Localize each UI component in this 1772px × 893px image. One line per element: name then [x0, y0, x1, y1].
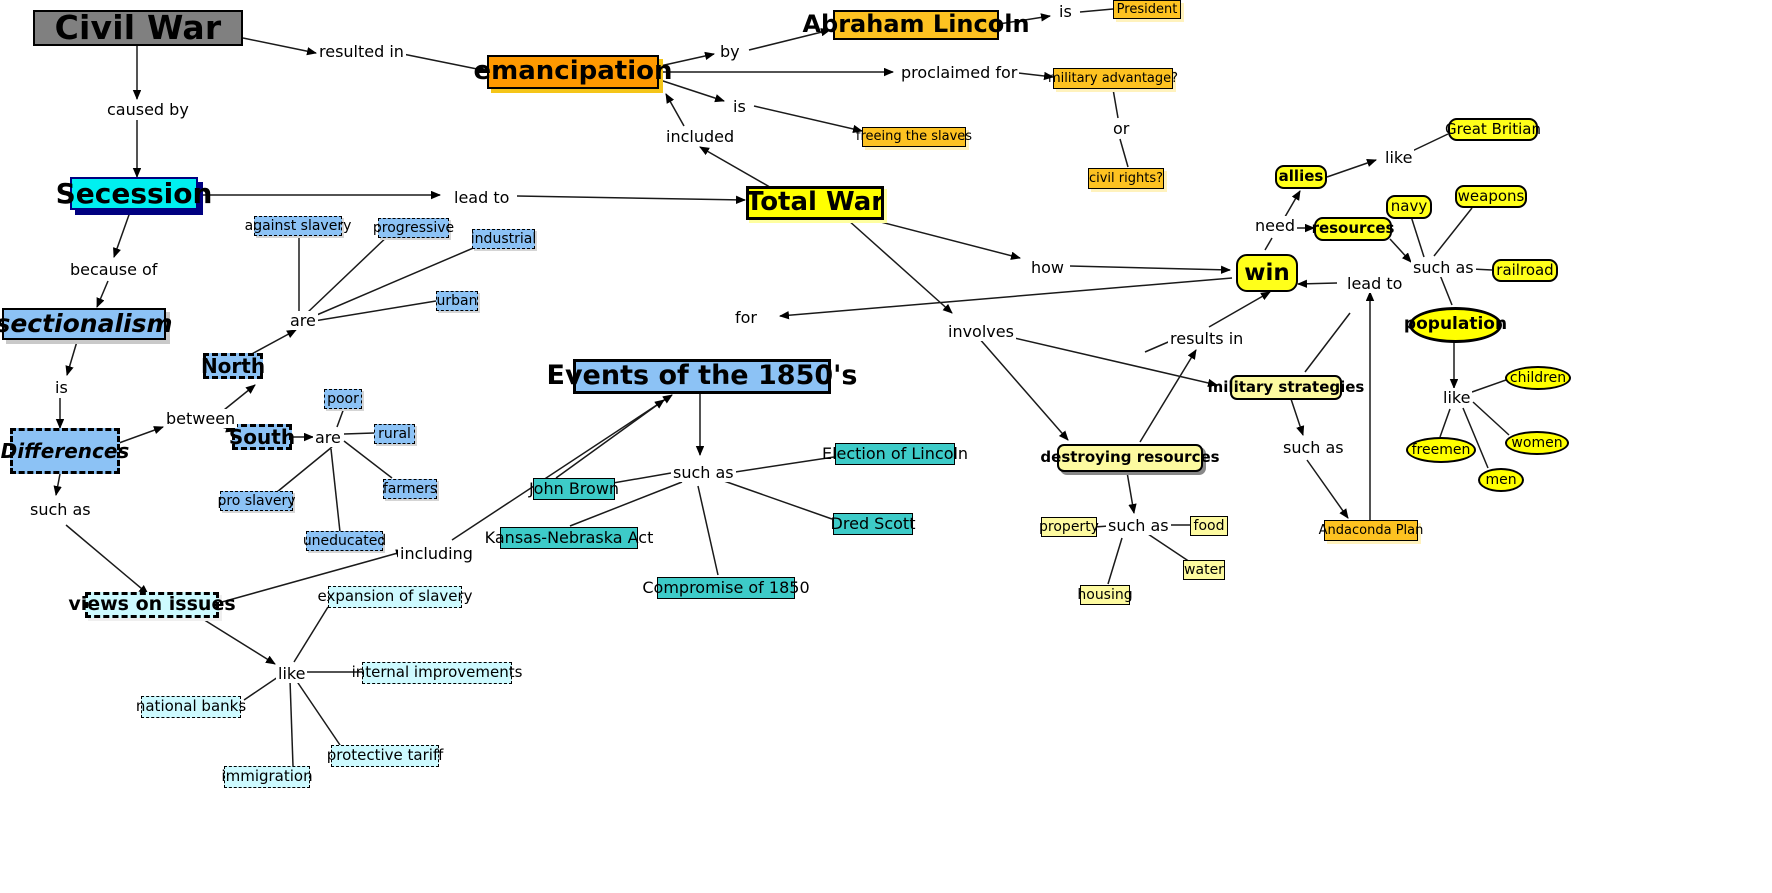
node-railroad[interactable]: railroad [1492, 259, 1558, 282]
node-civil-war[interactable]: Civil War [33, 10, 243, 46]
link-label-are-north: are [288, 311, 318, 330]
node-kansas-nebraska-act[interactable]: Kansas-Nebraska Act [485, 527, 653, 549]
node-views-on-issues[interactable]: views on issues [68, 592, 236, 618]
node-great-britian[interactable]: Great Britian [1445, 118, 1541, 141]
link-label-included: included [664, 127, 737, 146]
node-women[interactable]: women [1505, 431, 1569, 455]
node-water[interactable]: water [1183, 560, 1225, 580]
link-label-because-of: because of [68, 260, 160, 279]
node-resources[interactable]: resources [1312, 217, 1394, 241]
link-label-such-as-resources: such as [1411, 258, 1476, 277]
link-label-resulted-in: resulted in [317, 42, 406, 61]
link-label-such-as-differences: such as [28, 500, 93, 519]
node-weapons[interactable]: weapons [1455, 185, 1527, 208]
node-protective-tariff[interactable]: protective tariff [327, 745, 443, 767]
link-label-lead-to-win: lead to [1345, 274, 1405, 293]
node-housing[interactable]: housing [1077, 585, 1133, 605]
node-property[interactable]: property [1039, 517, 1099, 537]
node-total-war[interactable]: Total War [746, 186, 884, 220]
node-industrial[interactable]: industrial [471, 229, 536, 249]
node-farmers[interactable]: farmers [383, 479, 437, 499]
link-label-such-as-events: such as [671, 463, 736, 482]
link-label-involves: involves [946, 322, 1016, 341]
link-label-is-emancipation: is [731, 97, 748, 116]
link-label-need: need [1253, 216, 1297, 235]
link-label-between: between [164, 409, 238, 428]
node-abraham-lincoln[interactable]: Abraham Lincoln [802, 10, 1030, 40]
node-national-banks[interactable]: national banks [136, 696, 246, 718]
node-military-advantage[interactable]: military advantage? [1048, 68, 1178, 89]
node-immigration[interactable]: immigration [221, 766, 313, 788]
node-north[interactable]: North [200, 353, 266, 379]
node-win[interactable]: win [1236, 254, 1298, 292]
link-label-by: by [718, 42, 742, 61]
link-label-proclaimed-for: proclaimed for [899, 63, 1020, 82]
node-emancipation[interactable]: emancipation [474, 55, 673, 89]
link-label-like-population: like [1441, 388, 1473, 407]
node-uneducated[interactable]: uneducated [303, 531, 386, 551]
node-rural[interactable]: rural [374, 424, 415, 444]
node-sectionalism[interactable]: sectionalism [0, 308, 173, 340]
link-label-how: how [1029, 258, 1067, 277]
link-label-including: including [398, 544, 475, 563]
node-food[interactable]: food [1190, 516, 1228, 536]
link-label-results-in: results in [1168, 329, 1246, 348]
node-progressive[interactable]: progressive [373, 218, 454, 238]
node-freeing-the-slaves[interactable]: freeing the slaves [856, 127, 972, 147]
node-men[interactable]: men [1478, 468, 1524, 492]
node-poor[interactable]: poor [324, 389, 362, 409]
link-label-or: or [1111, 119, 1132, 138]
node-differences[interactable]: Differences [1, 428, 129, 474]
link-label-for: for [733, 308, 759, 327]
node-allies[interactable]: allies [1275, 165, 1327, 189]
node-civil-rights[interactable]: civil rights? [1088, 168, 1164, 189]
node-navy[interactable]: navy [1386, 195, 1432, 219]
node-dred-scott[interactable]: Dred Scott [831, 513, 915, 535]
link-label-is-sectionalism: is [53, 378, 70, 397]
link-label-such-as-strategies: such as [1281, 438, 1346, 457]
node-population[interactable]: population [1404, 307, 1507, 343]
link-label-is-lincoln: is [1057, 2, 1074, 21]
link-label-lead-to: lead to [452, 188, 512, 207]
node-internal-improvements[interactable]: internal improvements [352, 662, 522, 684]
node-south[interactable]: South [228, 424, 296, 450]
node-expansion-of-slavery[interactable]: expansion of slavery [317, 586, 473, 608]
node-military-strategies[interactable]: military strategies [1208, 375, 1364, 400]
node-secession[interactable]: Secession [55, 176, 213, 210]
node-freemen[interactable]: freemen [1406, 437, 1476, 463]
node-john-brown[interactable]: John Brown [529, 478, 619, 500]
node-children[interactable]: children [1505, 366, 1571, 390]
node-compromise-of-1850[interactable]: Compromise of 1850 [642, 577, 810, 599]
link-label-such-as-destroying: such as [1106, 516, 1171, 535]
node-destroying-resources[interactable]: destroying resources [1040, 444, 1220, 472]
link-label-like-views: like [276, 664, 308, 683]
link-label-like-allies: like [1383, 148, 1415, 167]
node-election-of-lincoln[interactable]: Election of Lincoln [822, 443, 968, 465]
link-label-caused-by: caused by [105, 100, 191, 119]
node-president[interactable]: President [1113, 0, 1181, 19]
node-urban[interactable]: urban [436, 291, 478, 311]
node-events-of-the-1850s[interactable]: Events of the 1850's [547, 359, 858, 394]
node-andaconda-plan[interactable]: Andaconda Plan [1319, 520, 1423, 541]
node-against-slavery[interactable]: against slavery [245, 216, 351, 236]
node-pro-slavery[interactable]: pro slavery [217, 491, 296, 511]
link-label-are-south: are [313, 428, 343, 447]
